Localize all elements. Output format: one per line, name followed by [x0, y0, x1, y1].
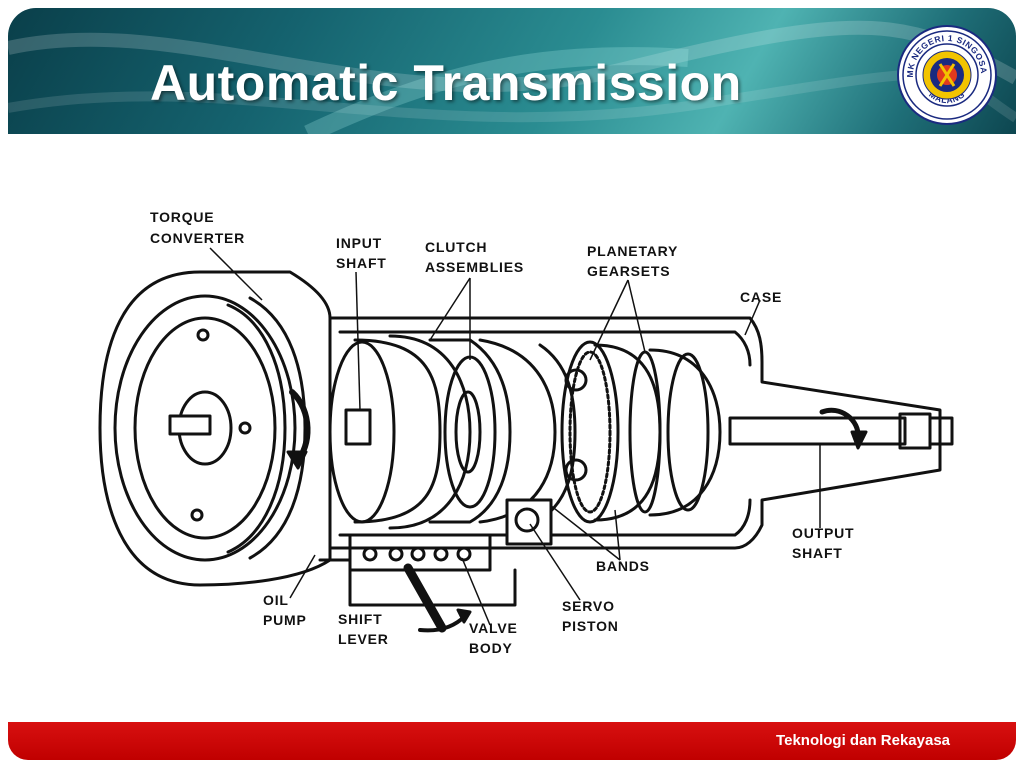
label-torque-converter: TORQUE CONVERTER	[150, 209, 245, 246]
footer-bar: Teknologi dan Rekayasa	[8, 722, 1016, 760]
label-shift-lever: SHIFT LEVER	[338, 611, 389, 647]
logo-gear-icon	[922, 50, 972, 100]
page-title: Automatic Transmission	[150, 55, 742, 111]
label-bands: BANDS	[596, 558, 650, 574]
label-case: CASE	[740, 289, 782, 305]
label-clutch-assemblies: CLUTCH ASSEMBLIES	[425, 239, 524, 275]
label-oil-pump: OIL PUMP	[263, 592, 307, 628]
label-planetary-gearsets: PLANETARY GEARSETS	[587, 243, 683, 279]
transmission-diagram: TORQUE CONVERTER INPUT SHAFT CLUTCH ASSE…	[98, 209, 954, 656]
header-banner: Automatic Transmission	[8, 8, 1016, 134]
label-valve-body: VALVE BODY	[469, 620, 522, 656]
footer-text: Teknologi dan Rekayasa	[776, 732, 950, 749]
label-output-shaft: OUTPUT SHAFT	[792, 525, 859, 561]
label-servo-piston: SERVO PISTON	[562, 598, 619, 634]
label-input-shaft: INPUT SHAFT	[336, 235, 387, 271]
school-logo: SMK NEGERI 1 SINGOSARI MALANG	[896, 24, 997, 125]
